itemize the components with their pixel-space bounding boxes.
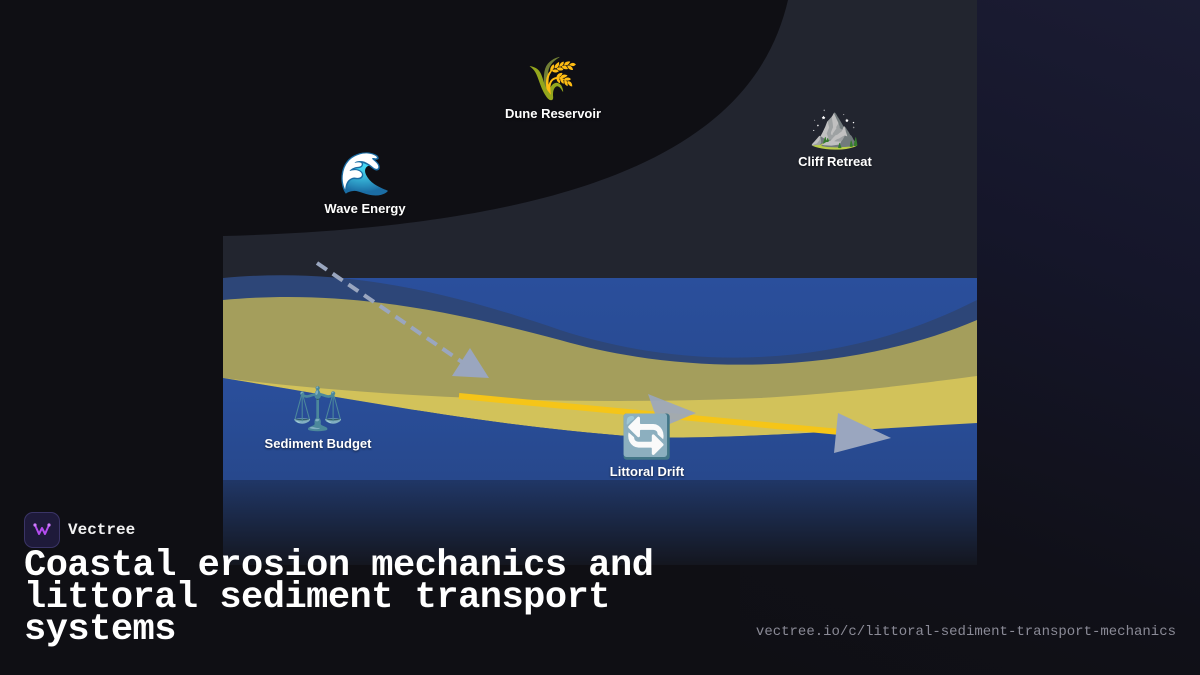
drift-arrowhead-large <box>834 413 891 453</box>
littoral-drift-arrow <box>458 393 841 435</box>
node-dune-reservoir: 🌾 Dune Reservoir <box>463 54 643 121</box>
page-title: Coastal erosion mechanics and littoral s… <box>24 545 654 651</box>
sheaf-of-rice-icon: 🌾 <box>526 54 580 103</box>
drift-arrowhead-small <box>648 394 696 428</box>
node-wave-energy: 🌊 Wave Energy <box>275 149 455 216</box>
dry-sand <box>223 296 977 410</box>
snow-capped-mountain-icon: ⛰️ <box>808 102 862 151</box>
bottom-fade <box>223 480 977 565</box>
node-label: Cliff Retreat <box>798 154 872 169</box>
cliff-silhouette <box>223 0 788 236</box>
source-url[interactable]: vectree.io/c/littoral-sediment-transport… <box>755 624 1176 640</box>
water-wave-icon: 🌊 <box>338 149 392 198</box>
node-littoral-drift: 🔄 Littoral Drift <box>557 412 737 479</box>
wave-energy-arrowhead <box>452 348 489 378</box>
node-sediment-budget: ⚖️ Sediment Budget <box>228 384 408 451</box>
vectree-logo-icon <box>24 512 60 548</box>
wave-energy-arrow <box>315 261 464 364</box>
counterclockwise-arrows-icon: 🔄 <box>620 412 674 461</box>
balance-scale-icon: ⚖️ <box>291 384 345 433</box>
node-label: Wave Energy <box>324 201 406 216</box>
nearshore-water <box>223 378 977 565</box>
node-cliff-retreat: ⛰️ Cliff Retreat <box>745 102 925 169</box>
brand-name: Vectree <box>68 521 136 539</box>
node-label: Littoral Drift <box>609 464 685 479</box>
node-label: Dune Reservoir <box>504 106 602 121</box>
node-label: Sediment Budget <box>264 436 372 451</box>
brand[interactable]: Vectree <box>24 512 135 548</box>
